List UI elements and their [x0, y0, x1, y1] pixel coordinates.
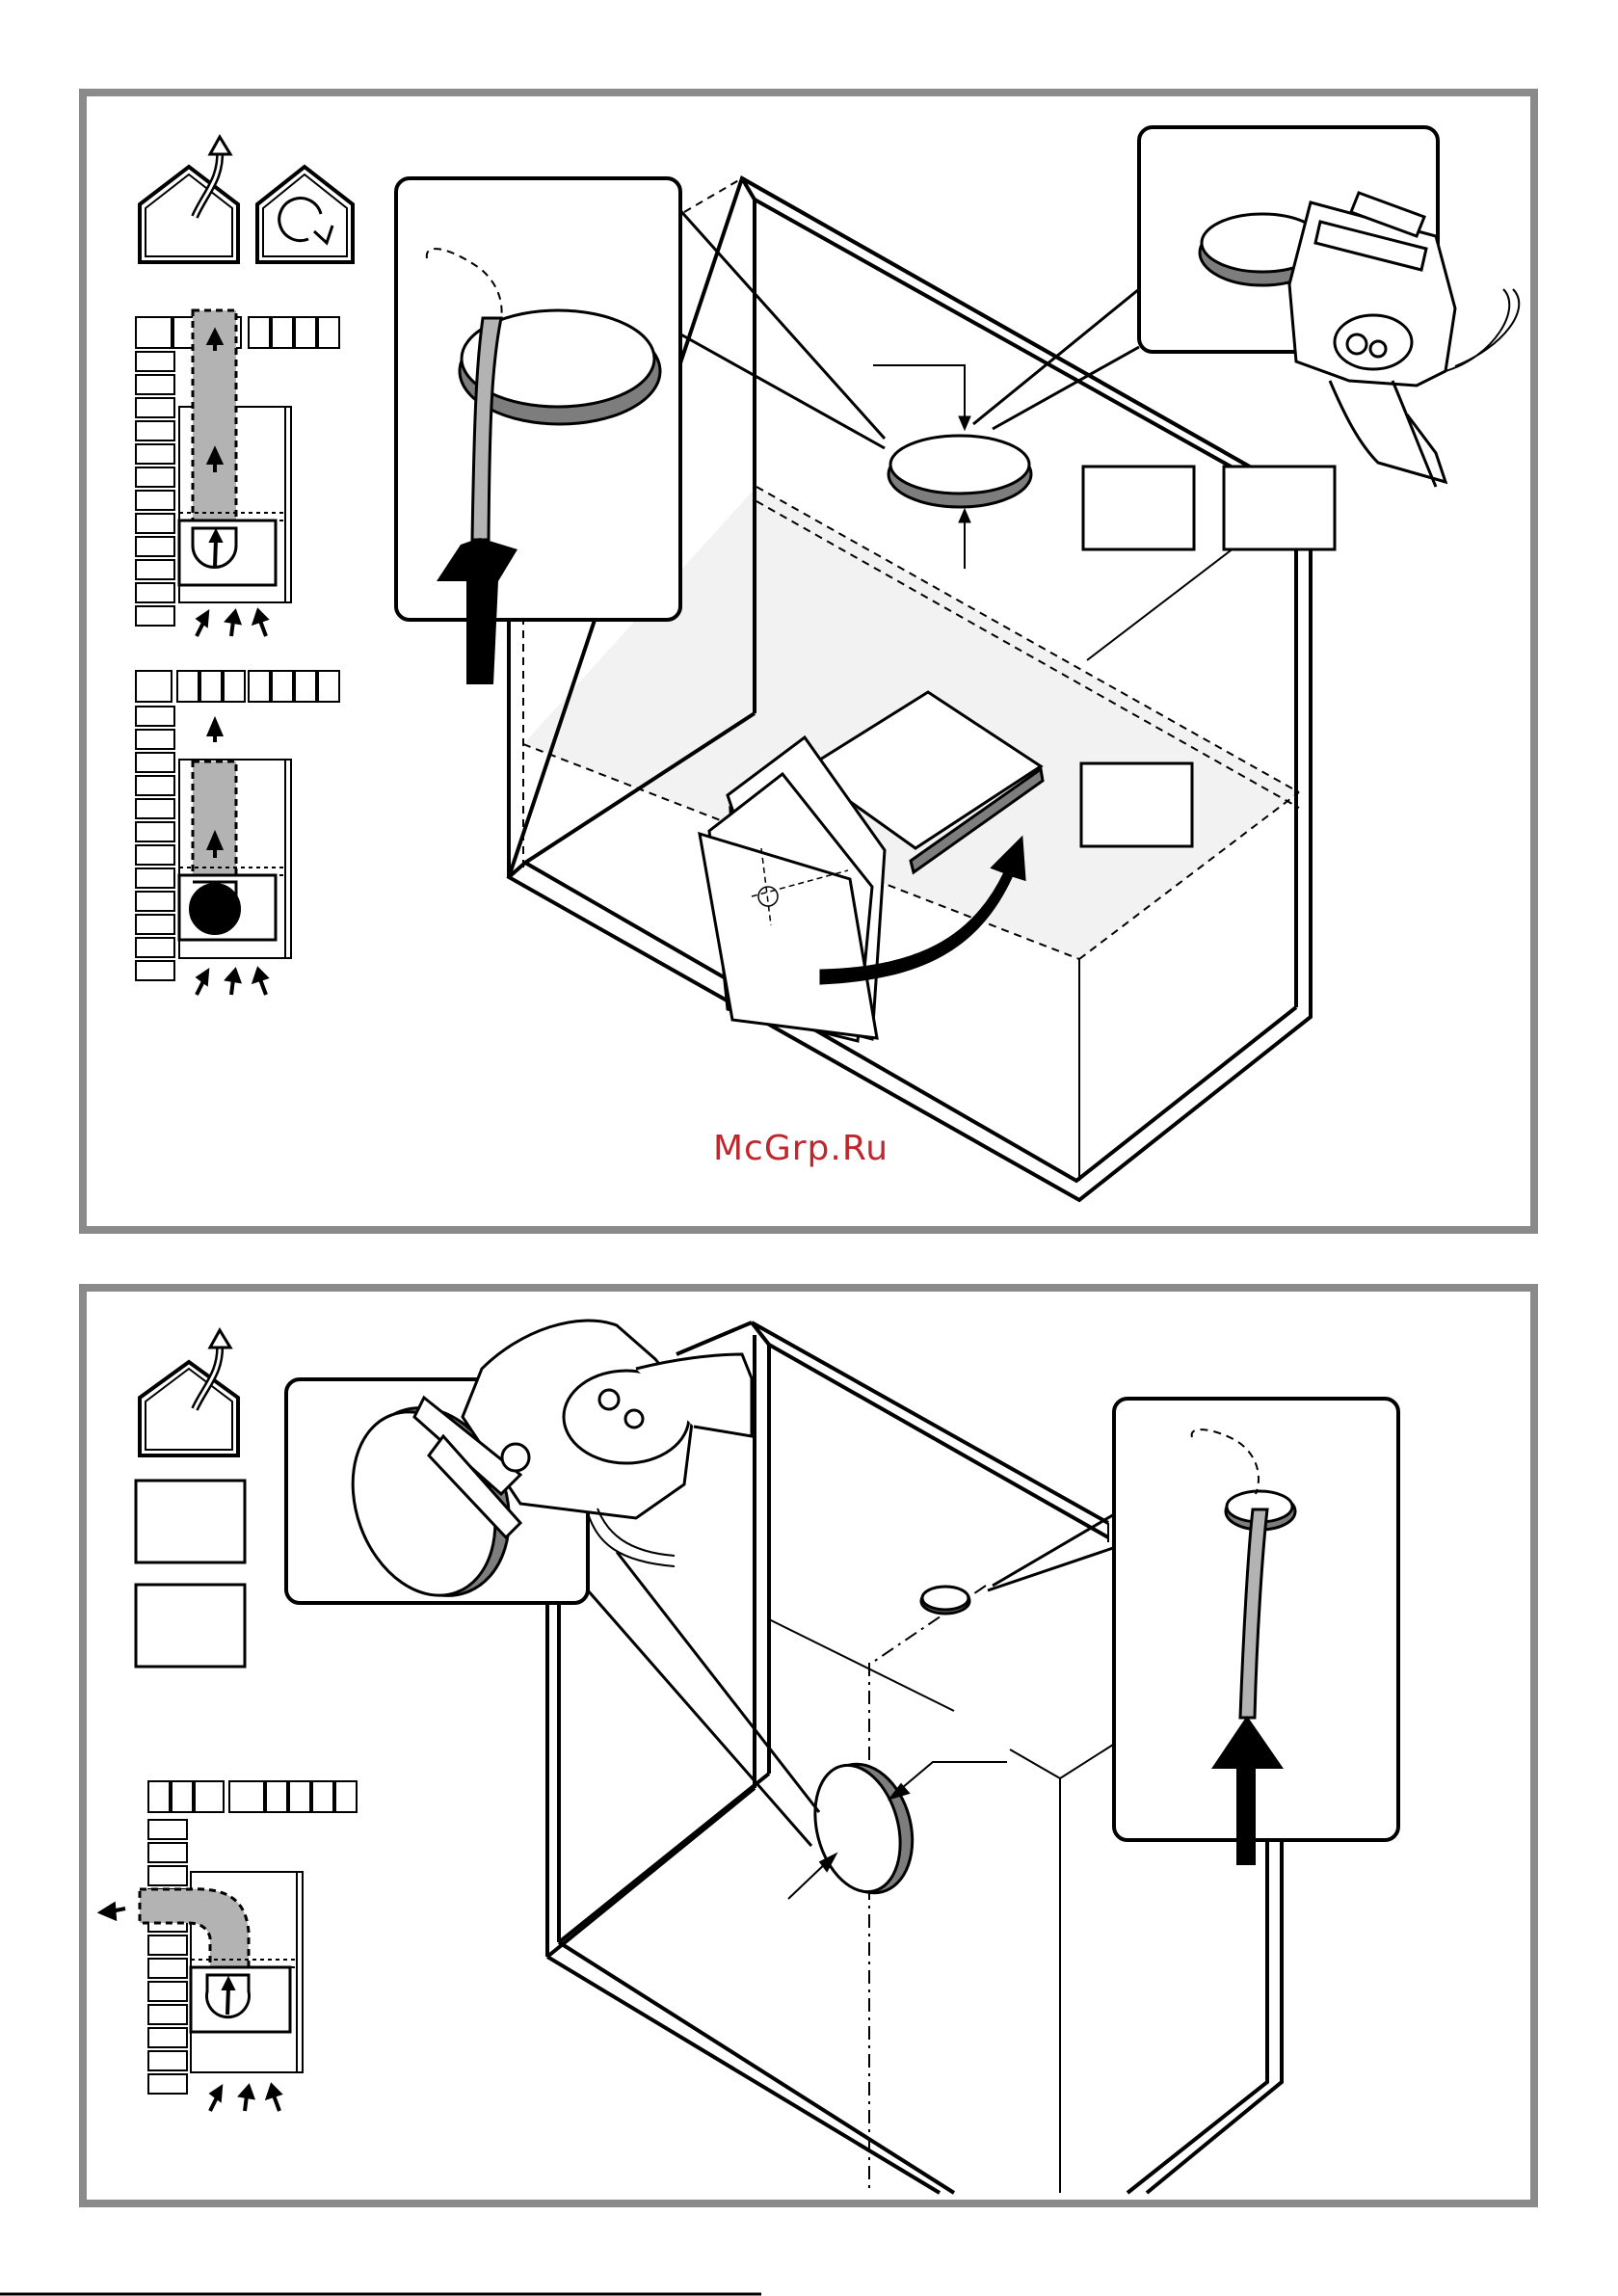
marked-hole-small — [921, 1587, 969, 1614]
panel-top: McGrp.Ru — [83, 93, 1534, 1230]
watermark: McGrp.Ru — [713, 1129, 889, 1168]
label-box — [1081, 763, 1192, 846]
label-box — [136, 1481, 245, 1562]
panel-bottom — [83, 1288, 1534, 2203]
label-box — [1083, 467, 1194, 549]
label-box — [1224, 467, 1335, 549]
label-box — [136, 1585, 245, 1667]
